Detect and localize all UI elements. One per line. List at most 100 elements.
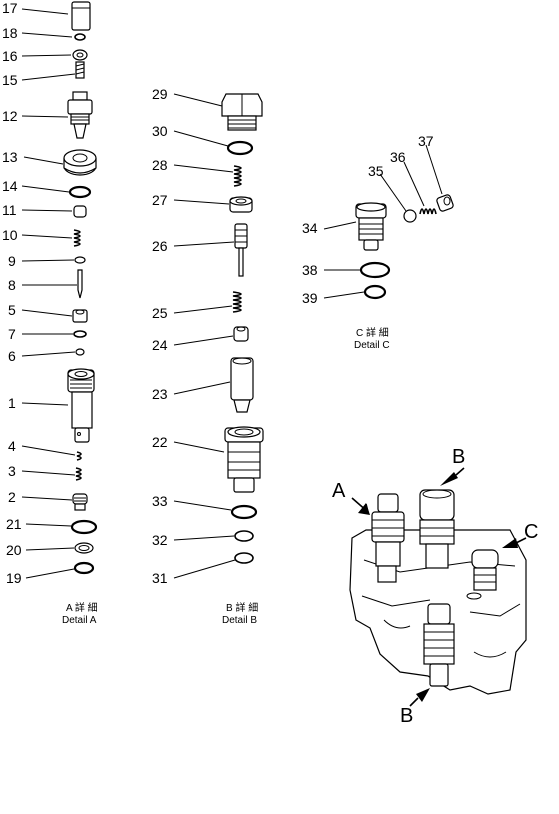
callout-29: 29 xyxy=(152,86,168,102)
part-13-locknut xyxy=(63,149,97,176)
callout-34: 34 xyxy=(302,220,318,236)
callout-11: 11 xyxy=(2,202,17,218)
callout-14: 14 xyxy=(2,178,18,194)
marker-c: C xyxy=(524,521,538,543)
arrow-b-top-icon xyxy=(440,472,458,486)
detail-b-leaders xyxy=(173,93,236,579)
caption-a-en: Detail A xyxy=(62,615,97,626)
assembly-valve-b-top xyxy=(419,489,455,569)
part-34-plug xyxy=(355,202,387,251)
part-25-spring xyxy=(232,291,242,313)
part-37-plug xyxy=(436,194,454,212)
part-6-ring xyxy=(75,348,85,356)
callout-18: 18 xyxy=(2,25,18,41)
assembly-markers: A B C B xyxy=(332,446,538,727)
callout-4: 4 xyxy=(8,438,16,454)
caption-c-jp: C 詳 細 xyxy=(356,326,389,339)
part-3-spring xyxy=(75,467,82,481)
part-7-ring xyxy=(73,330,87,338)
callout-10: 10 xyxy=(2,227,18,243)
valve-assembly-illustration xyxy=(349,467,527,707)
part-14-oring xyxy=(68,185,92,199)
part-26-spool xyxy=(234,223,248,277)
arrow-b-bottom-icon xyxy=(416,688,430,702)
part-2-plug xyxy=(72,493,88,511)
callout-16: 16 xyxy=(2,48,18,64)
callout-28: 28 xyxy=(152,157,168,173)
callout-5: 5 xyxy=(8,302,16,318)
callout-39: 39 xyxy=(302,290,318,306)
callout-17: 17 xyxy=(2,0,18,16)
caption-a-jp: A 詳 細 xyxy=(66,601,98,614)
detail-a-parts xyxy=(63,1,98,575)
part-17-cap xyxy=(71,1,91,31)
part-39-oring xyxy=(363,284,387,300)
callout-27: 27 xyxy=(152,192,168,208)
callout-3: 3 xyxy=(8,463,16,479)
part-19-oring xyxy=(73,561,95,575)
caption-b-en: Detail B xyxy=(222,615,257,626)
part-20-washer xyxy=(74,542,94,554)
part-35-ball xyxy=(403,209,417,223)
part-8-poppet xyxy=(77,269,83,299)
detail-c-leaders xyxy=(323,144,443,299)
detail-b-parts xyxy=(221,93,264,564)
part-29-plug xyxy=(221,93,263,131)
part-36-spring xyxy=(419,208,437,215)
part-9-washer xyxy=(74,256,86,264)
part-4-spring xyxy=(76,451,82,461)
arrow-c-icon xyxy=(502,538,518,548)
part-38-oring xyxy=(359,261,391,279)
callout-2: 2 xyxy=(8,489,16,505)
part-27-nut xyxy=(229,196,253,213)
callout-9: 9 xyxy=(8,253,16,269)
part-21-oring xyxy=(70,519,98,535)
assembly-valve-b-bottom xyxy=(423,603,455,687)
part-18-oring xyxy=(74,33,86,41)
callout-26: 26 xyxy=(152,238,168,254)
callout-12: 12 xyxy=(2,108,18,124)
callout-1: 1 xyxy=(8,395,16,411)
assembly-valve-c xyxy=(471,549,499,591)
part-22-valve-body xyxy=(224,426,264,493)
caption-c-en: Detail C xyxy=(354,340,390,351)
callout-19: 19 xyxy=(6,570,22,586)
part-5-seat xyxy=(72,309,88,323)
part-33-oring xyxy=(230,504,258,520)
caption-b-jp: B 詳 細 xyxy=(226,601,258,614)
part-31-ring xyxy=(234,552,254,564)
callout-30: 30 xyxy=(152,123,168,139)
callout-22: 22 xyxy=(152,434,168,450)
callout-8: 8 xyxy=(8,277,16,293)
part-32-ring xyxy=(234,530,254,542)
callout-33: 33 xyxy=(152,493,168,509)
callout-38: 38 xyxy=(302,262,318,278)
part-28-spring xyxy=(233,165,242,187)
callout-35: 35 xyxy=(368,163,384,179)
detail-a-leaders xyxy=(21,8,77,579)
callout-37: 37 xyxy=(418,133,434,149)
callout-23: 23 xyxy=(152,386,168,402)
callout-24: 24 xyxy=(152,337,168,353)
callout-15: 15 xyxy=(2,72,18,88)
part-10-spring xyxy=(73,229,81,247)
part-24-piston xyxy=(233,326,249,342)
marker-b-bottom: B xyxy=(400,705,413,727)
callout-31: 31 xyxy=(152,570,168,586)
callout-32: 32 xyxy=(152,532,168,548)
part-12-adjuster xyxy=(67,91,93,139)
callout-36: 36 xyxy=(390,149,406,165)
callout-21: 21 xyxy=(6,516,22,532)
detail-b-callouts: 29 30 28 27 26 25 24 23 22 33 32 31 xyxy=(152,86,168,586)
assembly-valve-a xyxy=(371,493,405,583)
marker-a: A xyxy=(332,480,346,502)
callout-20: 20 xyxy=(6,542,22,558)
callout-25: 25 xyxy=(152,305,168,321)
callout-7: 7 xyxy=(8,326,16,342)
part-11-piston xyxy=(73,205,87,218)
callout-13: 13 xyxy=(2,149,18,165)
marker-b-top: B xyxy=(452,446,465,468)
detail-a-callouts: 17 18 16 15 12 13 14 11 10 9 8 5 7 6 1 4… xyxy=(2,0,22,586)
part-23-sleeve xyxy=(230,357,254,413)
